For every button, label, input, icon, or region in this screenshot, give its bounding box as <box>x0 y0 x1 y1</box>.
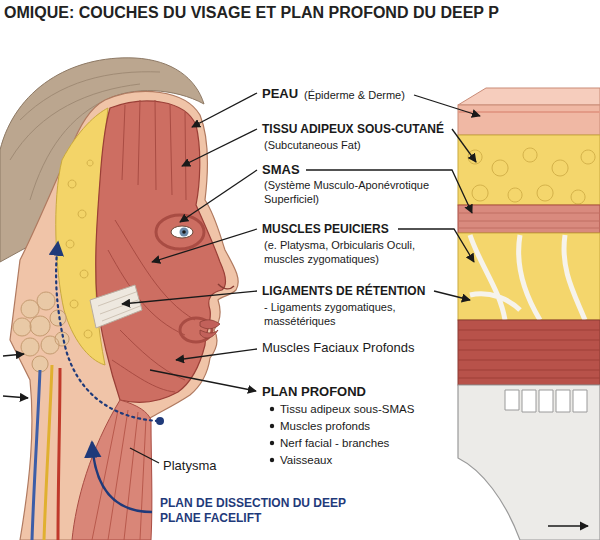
diagram-title: OMIQUE: COUCHES DU VISAGE ET PLAN PROFON… <box>4 3 499 23</box>
mandible <box>458 385 600 540</box>
leader-line <box>414 95 480 116</box>
leader-line <box>306 170 472 213</box>
pupil <box>182 230 186 234</box>
muscle-fibres <box>458 330 600 378</box>
bullet-item: Muscles profonds <box>280 419 370 433</box>
platysma-fibres <box>92 410 146 540</box>
retaining-ligament <box>90 285 142 328</box>
leader-line <box>150 370 256 391</box>
fat-lobules <box>66 160 93 338</box>
leader-line <box>3 354 24 356</box>
leader-line <box>180 170 257 222</box>
leader-line <box>130 448 159 463</box>
layer-name: PLAN PROFOND <box>262 384 366 400</box>
bullet <box>270 424 274 428</box>
layer-name: LIGAMENTS DE RÉTENTION <box>262 284 425 299</box>
block-skin <box>458 105 600 135</box>
bullet <box>270 407 274 411</box>
bullet <box>270 458 274 462</box>
bullet-item: Tissu adipeux sous-SMAS <box>280 402 414 416</box>
layer-name: PEAU <box>262 86 298 102</box>
block-muscle <box>458 320 600 385</box>
leader-line <box>3 396 28 398</box>
dissection-start <box>156 417 164 425</box>
leader-line <box>434 291 470 300</box>
epidermis <box>458 111 600 113</box>
smas-fibres <box>458 213 600 228</box>
vein <box>32 370 40 540</box>
parotid-gland <box>13 292 69 372</box>
part-name: Platysma <box>163 458 216 474</box>
layer-note: (Subcutaneous Fat) <box>264 138 361 152</box>
bullet <box>270 441 274 445</box>
bullet-item: Vaisseaux <box>280 453 332 467</box>
layer-name: Muscles Faciaux Profonds <box>262 340 414 356</box>
platysma-muscle <box>72 400 152 540</box>
teeth <box>505 390 587 412</box>
layer-note: (Système Musculo-Aponévrotique Superfici… <box>264 178 446 206</box>
dissection-path <box>56 242 158 421</box>
leader-line <box>152 229 257 262</box>
orbicularis-oculi <box>156 215 204 249</box>
nostril <box>218 284 234 289</box>
ligament-fibres <box>98 292 140 321</box>
layer-note: (Épiderme & Derme) <box>304 88 405 102</box>
fat-lobules <box>468 148 595 204</box>
layer-name: MUSCLES PEUICIERS <box>262 222 389 237</box>
leader-line <box>122 291 257 304</box>
nerve <box>44 365 52 540</box>
skin <box>10 92 238 540</box>
artery <box>58 368 60 540</box>
lips <box>200 320 220 338</box>
plane-caption: PLAN DE DISSECTION DU DEEP PLANE FACELIF… <box>160 496 350 526</box>
layer-name: TISSU ADIPEUX SOUS-CUTANÉ <box>262 122 444 137</box>
block-fat <box>458 135 600 205</box>
leader-line <box>192 93 257 127</box>
muscle-fibres <box>108 100 195 392</box>
leader-line <box>548 525 588 526</box>
block-ligaments <box>470 235 585 320</box>
bullet-item: Nerf facial - branches <box>280 436 389 450</box>
eye <box>171 226 193 238</box>
block-top <box>458 88 600 105</box>
layer-name: SMAS <box>262 162 300 178</box>
block-smas <box>458 205 600 233</box>
block-deep-fat <box>458 233 600 320</box>
leader-line <box>452 129 476 162</box>
dissection-arrow <box>92 442 152 512</box>
iris <box>180 228 189 237</box>
leader-line <box>176 349 257 360</box>
layer-note: - Ligaments zygomatiques, massétériques <box>264 300 444 328</box>
leader-line <box>182 129 257 166</box>
layer-note: (e. Platysma, Orbicularis Oculi, muscles… <box>264 238 450 266</box>
facial-muscles <box>96 101 226 402</box>
